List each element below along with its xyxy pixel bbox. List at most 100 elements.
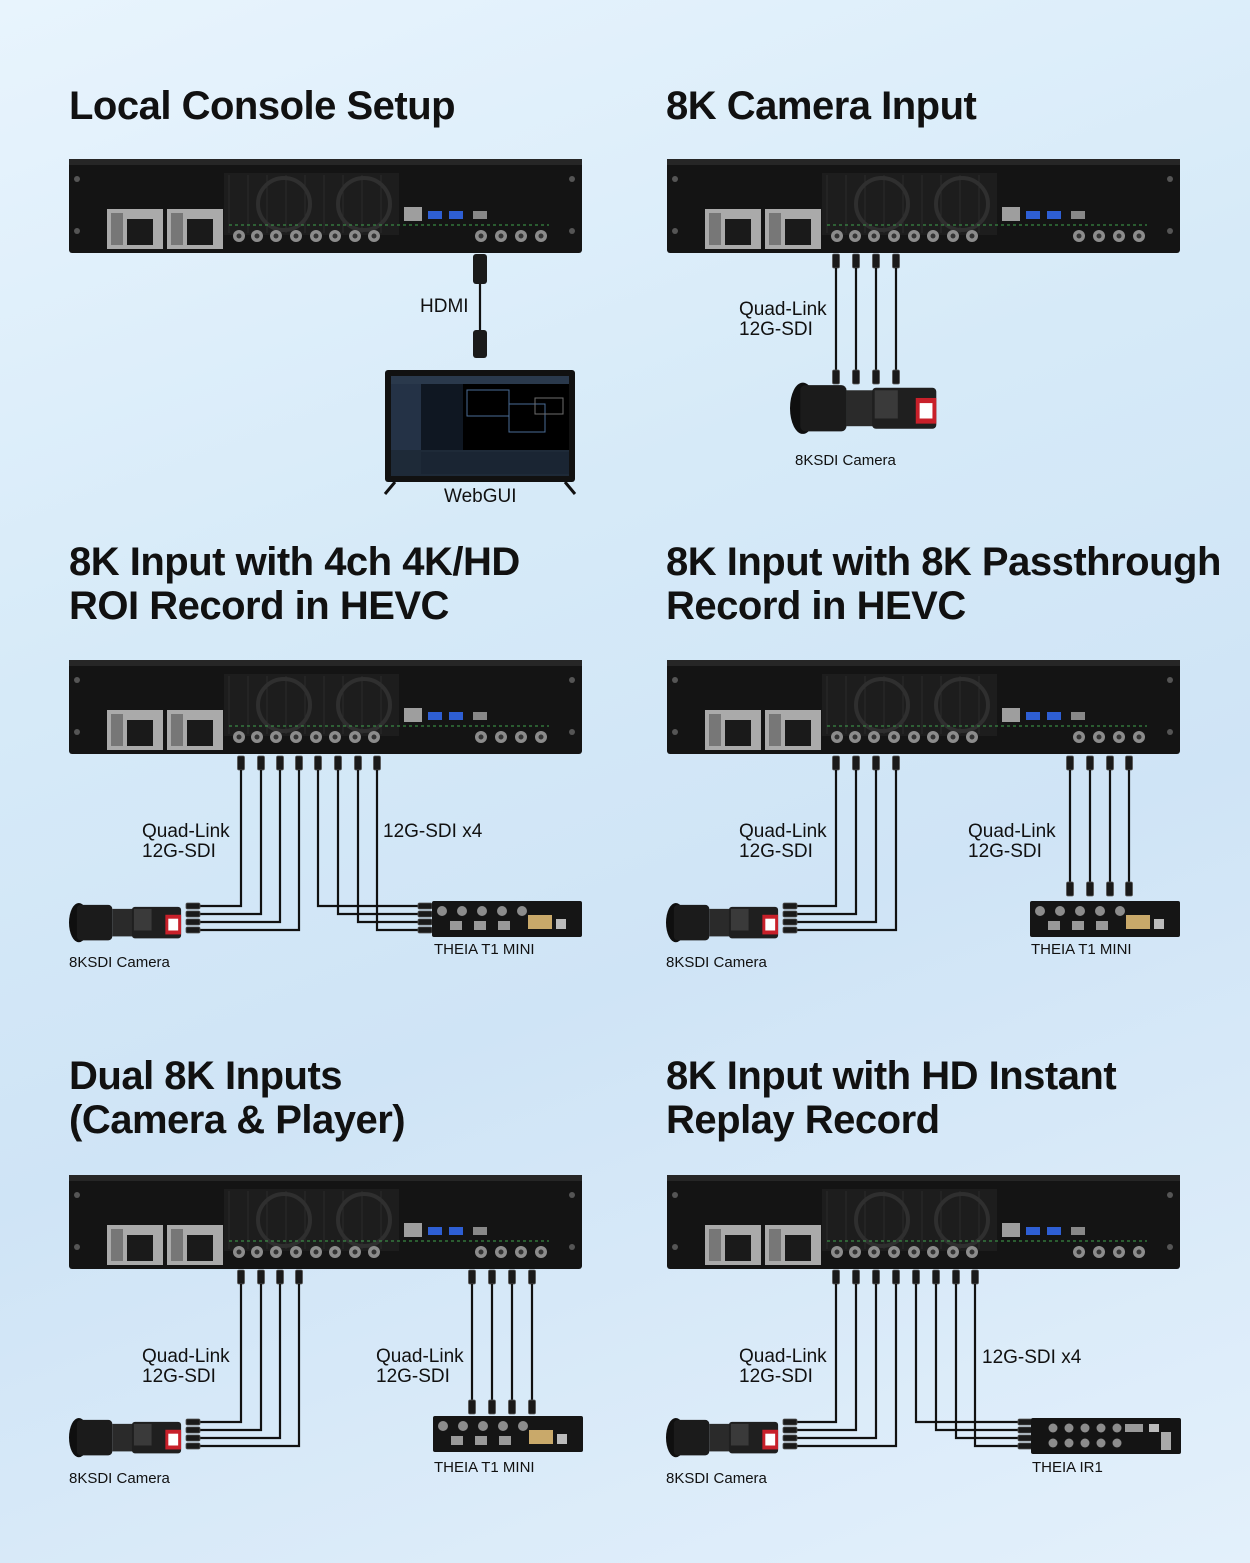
bnc-port-center (352, 1249, 358, 1255)
webgui-sidebar (391, 384, 421, 450)
psu-socket (127, 219, 153, 245)
psu-vent (769, 714, 781, 746)
bnc-port-center (498, 734, 504, 740)
ethernet-port (404, 708, 422, 722)
roi-box (508, 403, 546, 433)
bnc-port-center (352, 734, 358, 740)
ethernet-port (1002, 207, 1020, 221)
ethernet-port (1002, 708, 1020, 722)
camera-mount (709, 1423, 731, 1452)
sdi-cable (795, 1284, 858, 1432)
bnc-port-center (478, 233, 484, 239)
output-label-p6: 12G-SDI x4 (982, 1347, 1082, 1368)
bnc-port-center (1136, 1249, 1142, 1255)
rack-screw (569, 228, 575, 234)
bnc-port-center (891, 734, 897, 740)
theia-bnc (438, 1421, 448, 1431)
theia-bnc (1115, 906, 1125, 916)
rack-screw (1167, 1244, 1173, 1250)
bnc-connector (185, 902, 201, 910)
ir1-bnc (1112, 1438, 1122, 1448)
theia-sfp (528, 915, 552, 929)
hdmi-cable-label: HDMI (420, 296, 469, 317)
bnc-connector (1017, 1442, 1033, 1450)
bnc-port-center (254, 233, 260, 239)
bnc-port-center (852, 1249, 858, 1255)
camera-heatsink (133, 1423, 152, 1446)
rack-screw (569, 677, 575, 683)
bnc-port-center (293, 233, 299, 239)
output-label-p3: 12G-SDI x4 (383, 821, 483, 842)
bnc-port-center (891, 1249, 897, 1255)
bnc-port-center (371, 1249, 377, 1255)
bnc-connector (237, 755, 245, 771)
ethernet-port (1002, 1223, 1020, 1237)
bnc-port-center (1096, 1249, 1102, 1255)
rack-screw (1167, 1192, 1173, 1198)
sdi-cable (198, 1284, 263, 1432)
bnc-port-center (911, 233, 917, 239)
rack-server (667, 1175, 1180, 1269)
bnc-connector (832, 369, 840, 385)
bnc-connector (782, 910, 798, 918)
bnc-connector (952, 1269, 960, 1285)
device-label-p5: THEIA T1 MINI (434, 1459, 535, 1476)
theia-ir1 (1031, 1418, 1181, 1454)
camera-8ksdi (666, 1417, 779, 1458)
bnc-connector (1066, 881, 1074, 897)
rack-screw (1167, 729, 1173, 735)
bnc-port-center (254, 734, 260, 740)
bnc-port-center (273, 233, 279, 239)
bnc-port-center (293, 734, 299, 740)
camera-heatsink (874, 390, 898, 419)
sdi-cable (356, 770, 418, 924)
fan-ring (336, 677, 392, 733)
theia-port (557, 1434, 567, 1444)
sdi-cable (198, 1284, 243, 1424)
bnc-port-center (930, 1249, 936, 1255)
usb-port (473, 211, 487, 219)
panel-2-title: 8K Camera Input (666, 84, 977, 128)
bnc-connector (782, 926, 798, 934)
ir1-bnc (1064, 1423, 1074, 1433)
ir1-bnc (1048, 1438, 1058, 1448)
fan-ring (854, 1192, 910, 1248)
webgui-status-bar (421, 452, 569, 474)
rack-server (667, 159, 1180, 253)
ethernet-port (404, 1223, 422, 1237)
rack-server (667, 660, 1180, 754)
bnc-connector (852, 1269, 860, 1285)
hdmi-connector (473, 254, 487, 284)
bnc-connector (832, 755, 840, 771)
bnc-connector (892, 755, 900, 771)
bnc-port-center (518, 233, 524, 239)
bnc-port-center (313, 233, 319, 239)
webgui-preview (463, 384, 569, 450)
sdi-cable (795, 1284, 898, 1448)
psu-socket (187, 720, 213, 746)
theia-bnc (518, 1421, 528, 1431)
sdi-cable (795, 1284, 878, 1440)
bnc-connector (1086, 755, 1094, 771)
ir1-bnc (1080, 1438, 1090, 1448)
device-label-p6: THEIA IR1 (1032, 1459, 1103, 1476)
camera-8ksdi (69, 902, 182, 943)
usb-port (428, 1227, 442, 1235)
theia-port (474, 921, 486, 930)
usb-port (1047, 1227, 1061, 1235)
bnc-port-center (911, 734, 917, 740)
camera-label-p2: 8KSDI Camera (795, 452, 896, 469)
theia-bnc (477, 906, 487, 916)
theia-bnc (437, 906, 447, 916)
camera-mount (709, 908, 731, 937)
ir1-bnc (1096, 1423, 1106, 1433)
usb-port (473, 712, 487, 720)
bnc-port-center (871, 1249, 877, 1255)
bnc-port-center (834, 734, 840, 740)
bnc-connector (1017, 1426, 1033, 1434)
